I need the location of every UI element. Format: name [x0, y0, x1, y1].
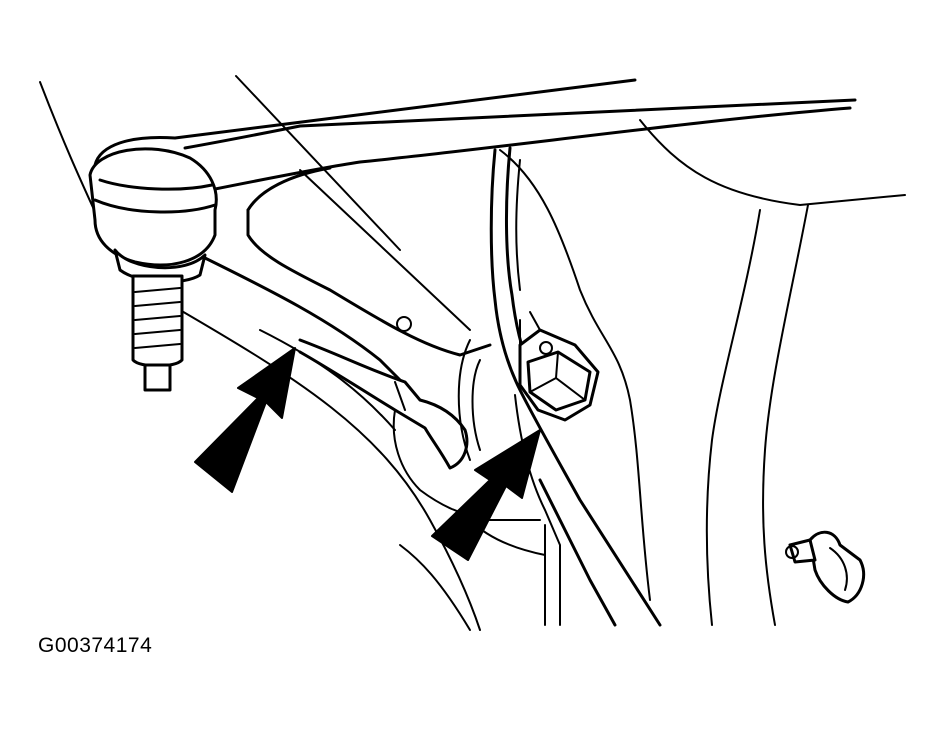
frame-bottom-edge	[399, 544, 471, 631]
sensor-connector	[785, 530, 865, 604]
figure-id-label: G00374174	[38, 634, 153, 657]
retaining-nut	[518, 311, 600, 422]
arrow-pointer-right	[431, 429, 541, 561]
wrench-tool	[298, 338, 469, 470]
arrow-pointer-left	[194, 347, 296, 493]
upper-control-arm	[93, 78, 857, 382]
vehicle-frame-lines	[39, 75, 906, 631]
ball-joint	[88, 147, 218, 392]
